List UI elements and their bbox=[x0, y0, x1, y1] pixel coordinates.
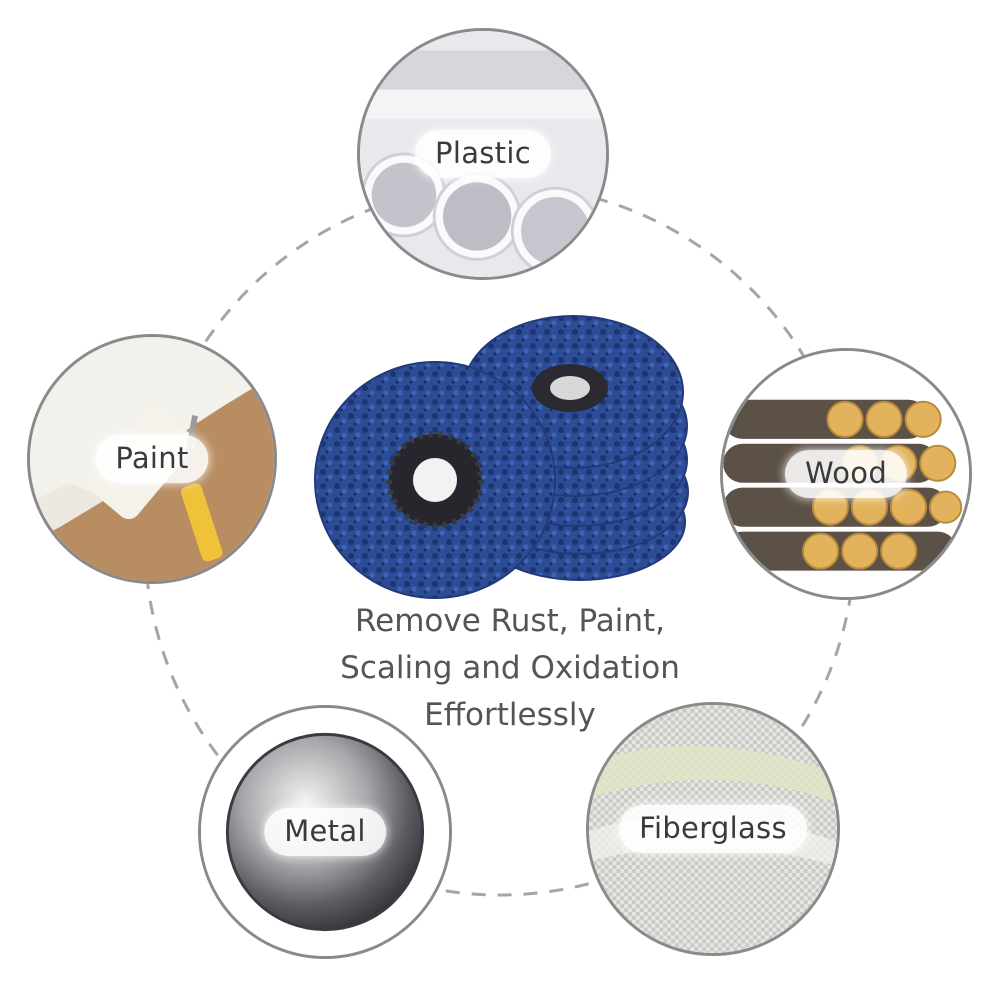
material-plastic-circle: Plastic bbox=[357, 28, 609, 280]
caption-line-1: Remove Rust, Paint, bbox=[354, 603, 666, 639]
material-label-plastic: Plastic bbox=[415, 130, 551, 178]
material-label-fiberglass: Fiberglass bbox=[619, 805, 807, 853]
material-paint-circle: Paint bbox=[27, 334, 277, 584]
material-wood-circle: Wood bbox=[720, 348, 972, 600]
material-label-wood: Wood bbox=[784, 450, 908, 498]
caption-line-3: Effortlessly bbox=[424, 697, 596, 733]
material-fiberglass-circle: Fiberglass bbox=[586, 702, 840, 956]
feature-caption: Remove Rust, Paint, Scaling and Oxidatio… bbox=[300, 598, 720, 739]
caption-line-2: Scaling and Oxidation bbox=[340, 650, 680, 686]
material-label-metal: Metal bbox=[264, 808, 386, 856]
material-metal-circle: Metal bbox=[198, 705, 452, 959]
material-label-paint: Paint bbox=[95, 435, 209, 483]
strip-disc-product-image bbox=[314, 315, 689, 599]
